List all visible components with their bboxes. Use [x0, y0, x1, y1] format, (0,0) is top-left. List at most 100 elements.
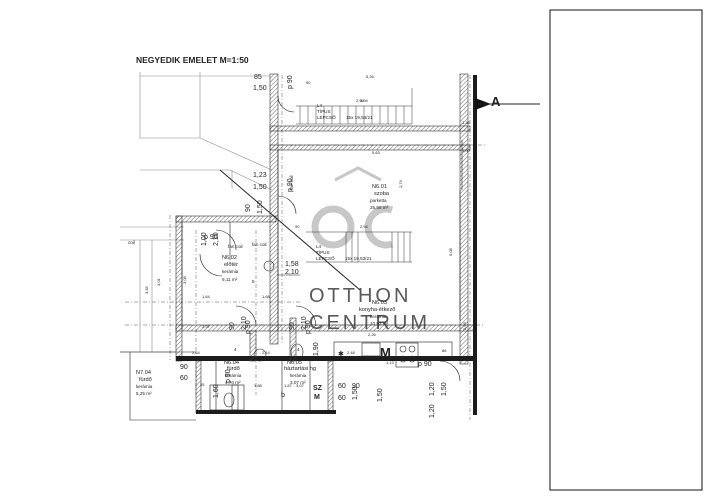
- stair-top: L4 TÍPUS LÉPCSŐ 15x 19,53/21 2,94: [296, 88, 413, 125]
- kitchen-fixtures: ✱: [223, 260, 416, 408]
- svg-text:60: 60: [338, 395, 346, 402]
- svg-text:fürdő: fürdő: [139, 377, 152, 383]
- svg-text:1,20: 1,20: [429, 404, 436, 418]
- opening-label: p 90: [287, 75, 294, 89]
- section-marker-a: A: [475, 94, 540, 110]
- svg-text:10,83 m²: 10,83 m²: [370, 321, 389, 326]
- svg-text:90: 90: [180, 364, 188, 371]
- svg-text:90: 90: [289, 322, 296, 330]
- svg-text:9,11 m²: 9,11 m²: [222, 277, 238, 282]
- exterior-walls: [175, 73, 477, 415]
- svg-text:5,26: 5,26: [366, 74, 375, 79]
- svg-text:1,50: 1,50: [352, 386, 359, 400]
- svg-text:konyha-étkező: konyha-étkező: [359, 307, 395, 313]
- room-n604: N6.04 fürdő kerámia 4,74 m²: [224, 360, 242, 385]
- svg-text:fürdő: fürdő: [227, 366, 240, 372]
- opening-label: p 90: [204, 234, 218, 241]
- circle-5-label: 5: [252, 279, 255, 284]
- svg-text:1,00: 1,00: [462, 148, 471, 153]
- fan-coil-label: fan coil: [228, 244, 243, 249]
- b-label: b: [281, 392, 285, 399]
- svg-text:5,08: 5,08: [448, 247, 453, 256]
- svg-text:2,26: 2,26: [368, 332, 377, 337]
- svg-text:kerámia: kerámia: [136, 384, 153, 389]
- svg-text:85: 85: [254, 74, 262, 81]
- stair-mid-type-l4: L4: [316, 244, 322, 249]
- svg-text:2,10: 2,10: [285, 269, 299, 276]
- stair-mid-type-lepcso: LÉPCSŐ: [316, 255, 335, 261]
- svg-text:1,87: 1,87: [284, 383, 293, 388]
- star-icon: ✱: [338, 350, 344, 358]
- svg-text:90: 90: [229, 322, 236, 330]
- svg-text:2,48: 2,48: [347, 350, 356, 355]
- svg-text:2,64: 2,64: [192, 350, 201, 355]
- svg-text:5,25 m²: 5,25 m²: [136, 391, 152, 396]
- svg-text:N6.04: N6.04: [224, 360, 239, 366]
- svg-text:kerámia: kerámia: [370, 314, 387, 319]
- svg-text:háztartási hg: háztartási hg: [284, 366, 316, 372]
- svg-text:1,23: 1,23: [253, 172, 267, 179]
- stair-top-type-l4: L4: [317, 103, 323, 108]
- room-n603: N6.03 konyha-étkező kerámia 10,83 m²: [359, 300, 395, 326]
- watermark-c-icon: [364, 205, 394, 249]
- svg-text:3,07 m²: 3,07 m²: [290, 380, 306, 385]
- door-swings: [199, 95, 461, 382]
- svg-text:1,13: 1,13: [386, 360, 395, 365]
- svg-text:1,50: 1,50: [253, 184, 267, 191]
- legend-frame: [549, 9, 703, 491]
- svg-text:90: 90: [306, 80, 311, 85]
- circle-4-label: 4: [234, 347, 237, 352]
- misc-labels: fan coil fan coil fan coil coil M SZ M b…: [128, 75, 432, 401]
- svg-text:1,50: 1,50: [441, 382, 448, 396]
- opening-label: p 90: [245, 320, 252, 334]
- sz-label: SZ: [313, 385, 323, 392]
- room-n602: N6.02 előtér kerámia 9,11 m²: [222, 255, 239, 282]
- svg-text:N6.02: N6.02: [222, 255, 237, 261]
- svg-text:N7.04: N7.04: [136, 370, 151, 376]
- svg-text:N6.01: N6.01: [372, 184, 387, 190]
- svg-text:2,14: 2,14: [262, 350, 271, 355]
- svg-text:1,88: 1,88: [254, 383, 263, 388]
- stove-label: M: [380, 345, 391, 360]
- stair-top-spec: 15x 19,53/21: [346, 115, 373, 120]
- svg-text:3,06: 3,06: [182, 275, 187, 284]
- svg-text:2,97: 2,97: [202, 324, 211, 329]
- svg-text:kerámia: kerámia: [222, 269, 239, 274]
- svg-text:parketta: parketta: [370, 198, 387, 203]
- fan-coil-label: fan coil: [289, 175, 294, 190]
- svg-text:előtér: előtér: [224, 262, 238, 268]
- stair-top-type-tipus: TÍPUS: [317, 108, 331, 114]
- fan-coil-label: fan coil: [252, 242, 267, 247]
- stair-mid: L4 TÍPUS LÉPCSŐ 15x 19,53/21 2,94: [306, 224, 412, 263]
- plan-title: NEGYEDIK EMELET M=1:50: [136, 55, 249, 65]
- svg-text:kerámia: kerámia: [225, 373, 242, 378]
- svg-text:2,10: 2,10: [213, 232, 220, 246]
- svg-text:4,74 m²: 4,74 m²: [225, 380, 241, 385]
- circle-4-label: 4: [297, 347, 300, 352]
- svg-text:3,01: 3,01: [156, 277, 161, 286]
- stair-top-type-lepcso: LÉPCSŐ: [317, 114, 336, 120]
- room-n605: N6.05 háztartási hg kerámia 3,07 m²: [284, 360, 316, 385]
- coil-label: coil: [128, 240, 135, 245]
- svg-text:86: 86: [442, 348, 447, 353]
- svg-text:2,10: 2,10: [301, 316, 308, 330]
- svg-text:1,58: 1,58: [285, 261, 299, 268]
- room-n704: N7.04 fürdő kerámia 5,25 m²: [136, 370, 153, 396]
- svg-text:1,68: 1,68: [262, 294, 271, 299]
- svg-text:3,45: 3,45: [144, 285, 149, 294]
- interior-lines: [120, 140, 463, 421]
- svg-text:2,74: 2,74: [398, 179, 403, 188]
- svg-text:1,50: 1,50: [257, 200, 264, 214]
- stair-top-length: 2,94: [360, 98, 369, 103]
- svg-text:kerámia: kerámia: [290, 373, 307, 378]
- svg-text:2,10: 2,10: [241, 316, 248, 330]
- svg-text:1,64: 1,64: [202, 294, 211, 299]
- m-label: M: [314, 394, 320, 401]
- opening-label: p 90: [418, 361, 432, 368]
- watermark-o-icon: [311, 205, 355, 249]
- svg-text:1,60: 1,60: [213, 384, 220, 398]
- svg-text:90: 90: [352, 383, 360, 390]
- svg-text:1,90: 1,90: [313, 342, 320, 356]
- svg-text:1,20: 1,20: [429, 382, 436, 396]
